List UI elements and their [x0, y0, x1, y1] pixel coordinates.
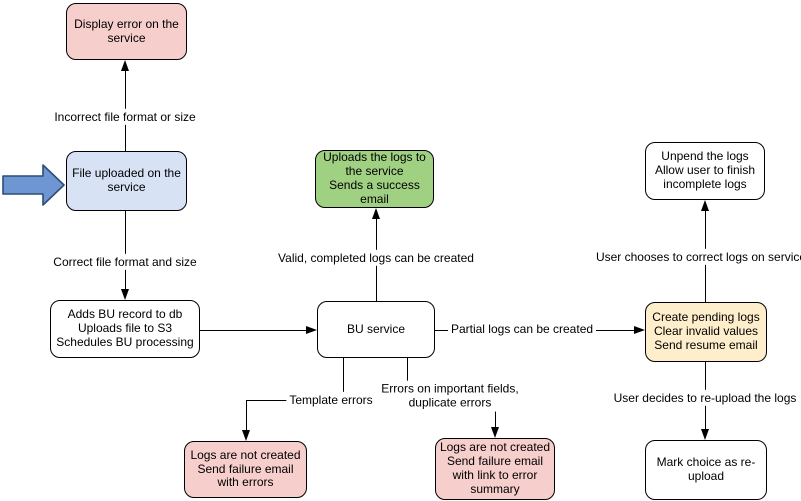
edge-template-errors-line	[246, 399, 248, 432]
edge-addbu-to-service-line	[200, 329, 308, 331]
edge-label-user-reuploads: User decides to re-upload the logs	[610, 389, 800, 407]
edge-file-to-addbu-line	[124, 211, 126, 291]
node-upload-logs-success: Uploads the logs to the service Sends a …	[315, 150, 434, 208]
arrowhead-down-icon	[700, 429, 709, 440]
edge-label-partial-logs: Partial logs can be created	[447, 320, 597, 338]
input-pointer-arrow-shape	[2, 164, 65, 206]
node-unpend-logs: Unpend the logs Allow user to finish inc…	[645, 142, 765, 200]
edge-label-user-corrects: User chooses to correct logs on service	[592, 248, 801, 266]
node-create-pending-logs: Create pending logs Clear invalid values…	[645, 302, 767, 362]
arrowhead-up-icon	[120, 60, 129, 71]
edge-field-errors-line	[494, 404, 496, 429]
edge-template-errors-line	[342, 358, 344, 400]
node-bu-service: BU service	[317, 301, 435, 358]
arrowhead-up-icon	[700, 200, 709, 211]
arrowhead-down-icon	[490, 427, 499, 438]
node-logs-not-created-summary: Logs are not created Send failure email …	[435, 438, 555, 500]
edge-label-valid-logs: Valid, completed logs can be created	[275, 249, 477, 267]
node-display-error: Display error on the service	[66, 3, 187, 60]
edge-label-field-errors: Errors on important fields, duplicate er…	[378, 380, 522, 412]
node-file-uploaded: File uploaded on the service	[66, 151, 187, 211]
node-add-bu-record: Adds BU record to db Uploads file to S3 …	[50, 300, 200, 358]
node-mark-reupload: Mark choice as re- upload	[645, 440, 767, 500]
arrowhead-right-icon	[306, 325, 317, 334]
edge-label-template-errors: Template errors	[286, 391, 376, 409]
arrowhead-right-icon	[634, 325, 645, 334]
arrowhead-down-icon	[120, 289, 129, 300]
arrowhead-down-icon	[242, 430, 250, 441]
input-pointer-arrow-icon	[2, 164, 65, 206]
arrowhead-up-icon	[371, 208, 380, 219]
edge-label-correct-format: Correct file format and size	[50, 253, 200, 271]
edge-label-incorrect-format: Incorrect file format or size	[51, 108, 199, 126]
node-logs-not-created-errors: Logs are not created Send failure email …	[184, 441, 307, 498]
